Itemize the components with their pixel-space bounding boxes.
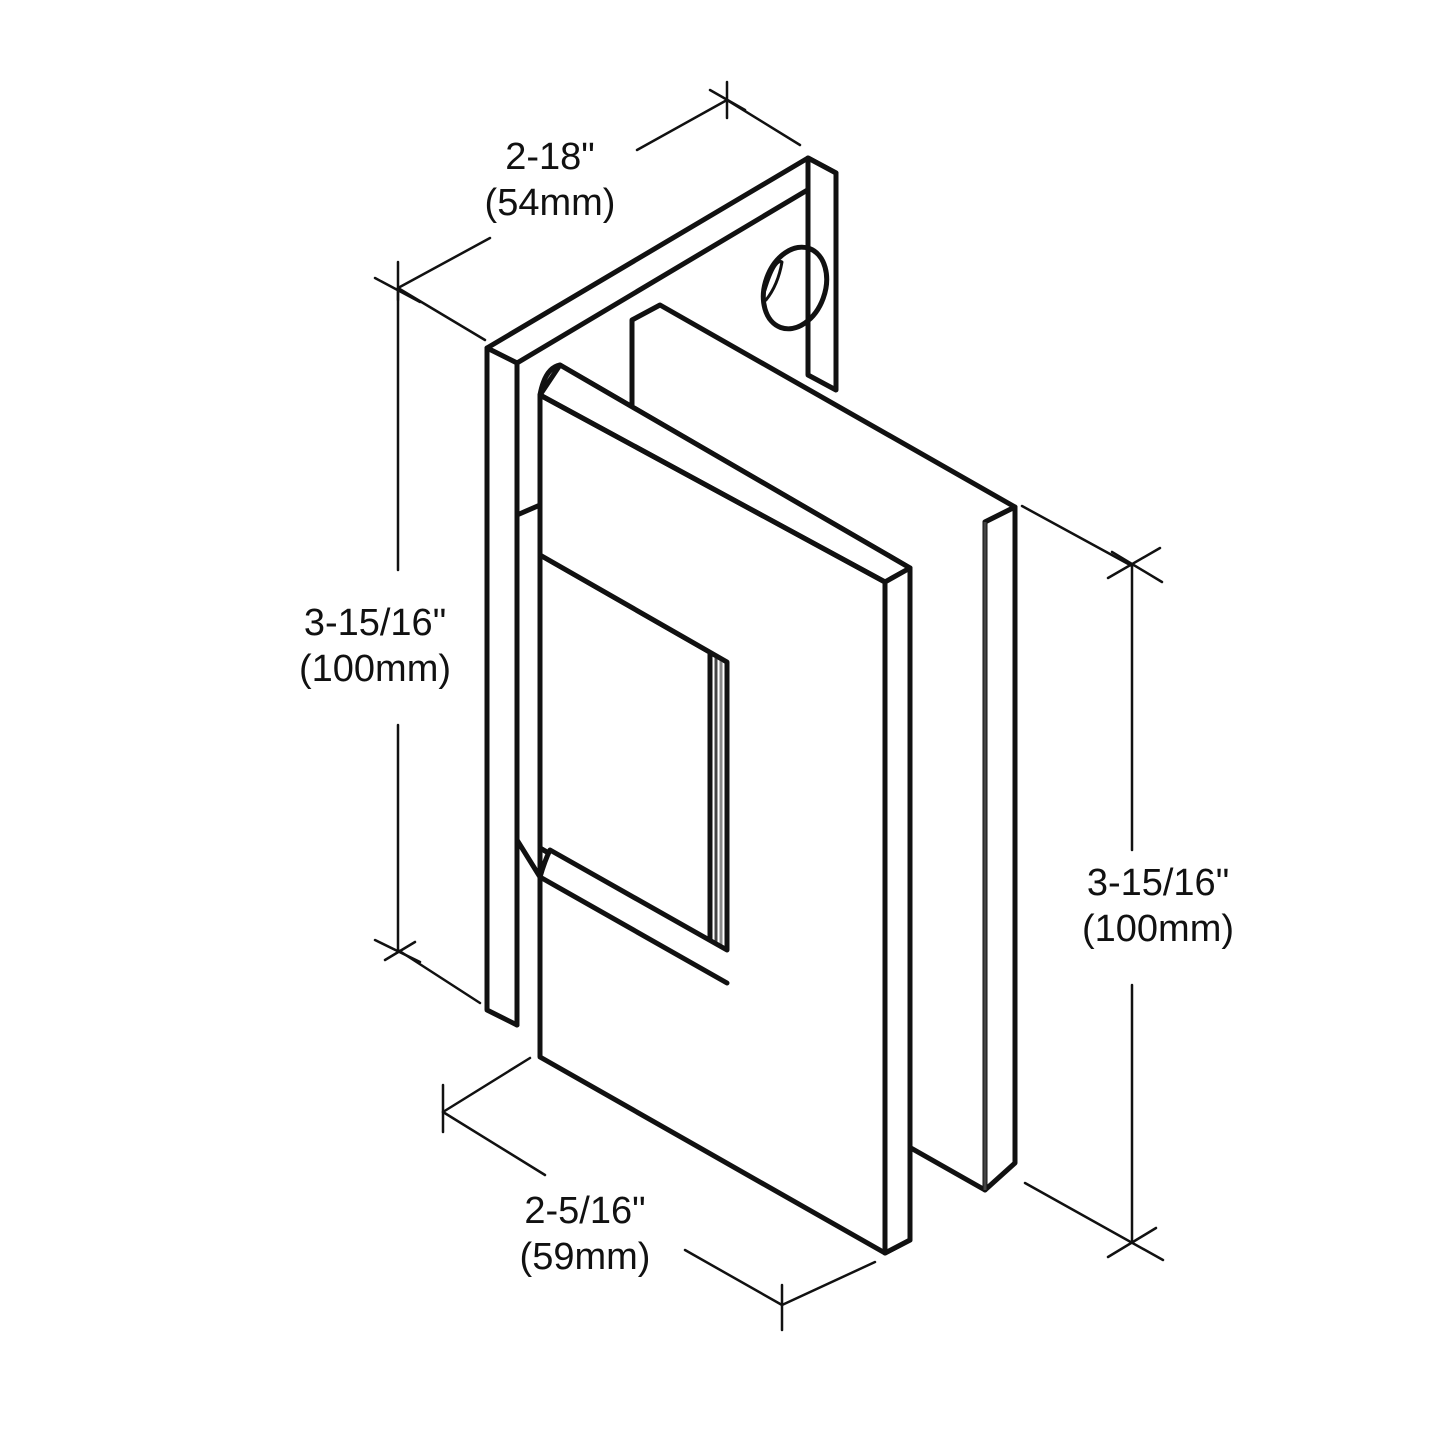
top-width-metric: (54mm): [484, 182, 616, 224]
front-plate: [537, 362, 913, 1256]
right-height-imperial: 3-15/16": [1086, 862, 1230, 904]
top-width-label: 2-18" (54mm): [465, 134, 635, 226]
right-height-metric: (100mm): [1081, 908, 1235, 950]
dimension-bottom: [441, 1056, 877, 1332]
right-height-label: 3-15/16" (100mm): [1068, 860, 1248, 952]
left-height-imperial: 3-15/16": [303, 602, 447, 644]
left-height-metric: (100mm): [298, 648, 452, 690]
dimension-left: [373, 286, 482, 1005]
bottom-width-label: 2-5/16" (59mm): [505, 1188, 665, 1280]
bottom-width-imperial: 2-5/16": [524, 1190, 646, 1232]
bottom-width-metric: (59mm): [519, 1236, 651, 1278]
wall-plate: [484, 155, 839, 1028]
left-height-label: 3-15/16" (100mm): [285, 600, 465, 692]
top-width-imperial: 2-18": [505, 136, 595, 178]
hinge-body: [514, 502, 730, 953]
mounting-hole-icon: [760, 244, 830, 332]
dimension-right: [1020, 504, 1165, 1262]
